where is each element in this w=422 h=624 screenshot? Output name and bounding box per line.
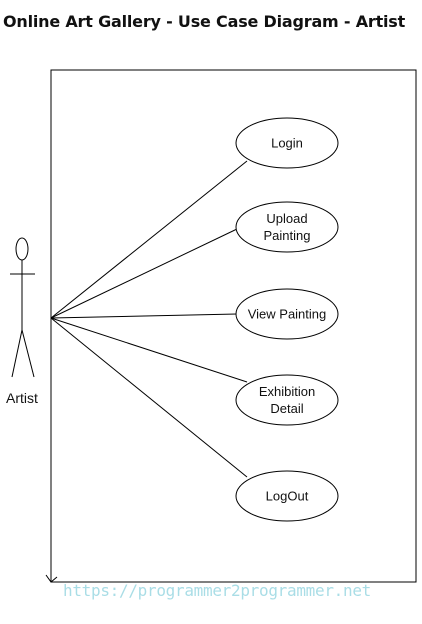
- use-case-ellipse-upload-painting: [235, 201, 339, 253]
- use-case-view-painting: View Painting: [235, 288, 339, 340]
- use-case-ellipse-view-painting: [235, 288, 339, 340]
- actor-head: [15, 237, 29, 261]
- actor-right-leg: [21, 329, 35, 378]
- use-case-label-login: Login: [271, 136, 303, 151]
- use-case-label-logout: LogOut: [266, 489, 309, 504]
- association-line-upload-painting: [50, 228, 238, 319]
- use-case-ellipse-login: [235, 117, 339, 169]
- use-case-label-exhibition-detail: Exhibition: [259, 384, 315, 399]
- actor-left-leg: [11, 329, 23, 378]
- use-case-label-upload-painting: Upload: [266, 211, 307, 226]
- use-case-label-exhibition-detail: Detail: [270, 401, 303, 416]
- boundary-corner-mark: [45, 574, 58, 583]
- use-case-ellipse-logout: [235, 470, 339, 522]
- actor-stick-figure: [10, 237, 35, 378]
- use-case-label-upload-painting: Painting: [264, 228, 311, 243]
- actor-label: Artist: [6, 390, 38, 406]
- system-boundary: [50, 69, 417, 583]
- association-line-exhibition-detail: [50, 317, 248, 383]
- use-case-login: Login: [235, 117, 339, 169]
- use-case-logout: LogOut: [235, 470, 339, 522]
- use-case-ellipse-exhibition-detail: [235, 374, 339, 426]
- associations: [50, 160, 248, 478]
- watermark-url: https://programmer2programmer.net: [63, 581, 371, 600]
- association-line-logout: [50, 317, 248, 478]
- use-case-label-view-painting: View Painting: [248, 307, 327, 322]
- page-title: Online Art Gallery - Use Case Diagram - …: [3, 12, 406, 31]
- association-line-login: [50, 160, 248, 319]
- association-line-view-painting: [50, 313, 238, 319]
